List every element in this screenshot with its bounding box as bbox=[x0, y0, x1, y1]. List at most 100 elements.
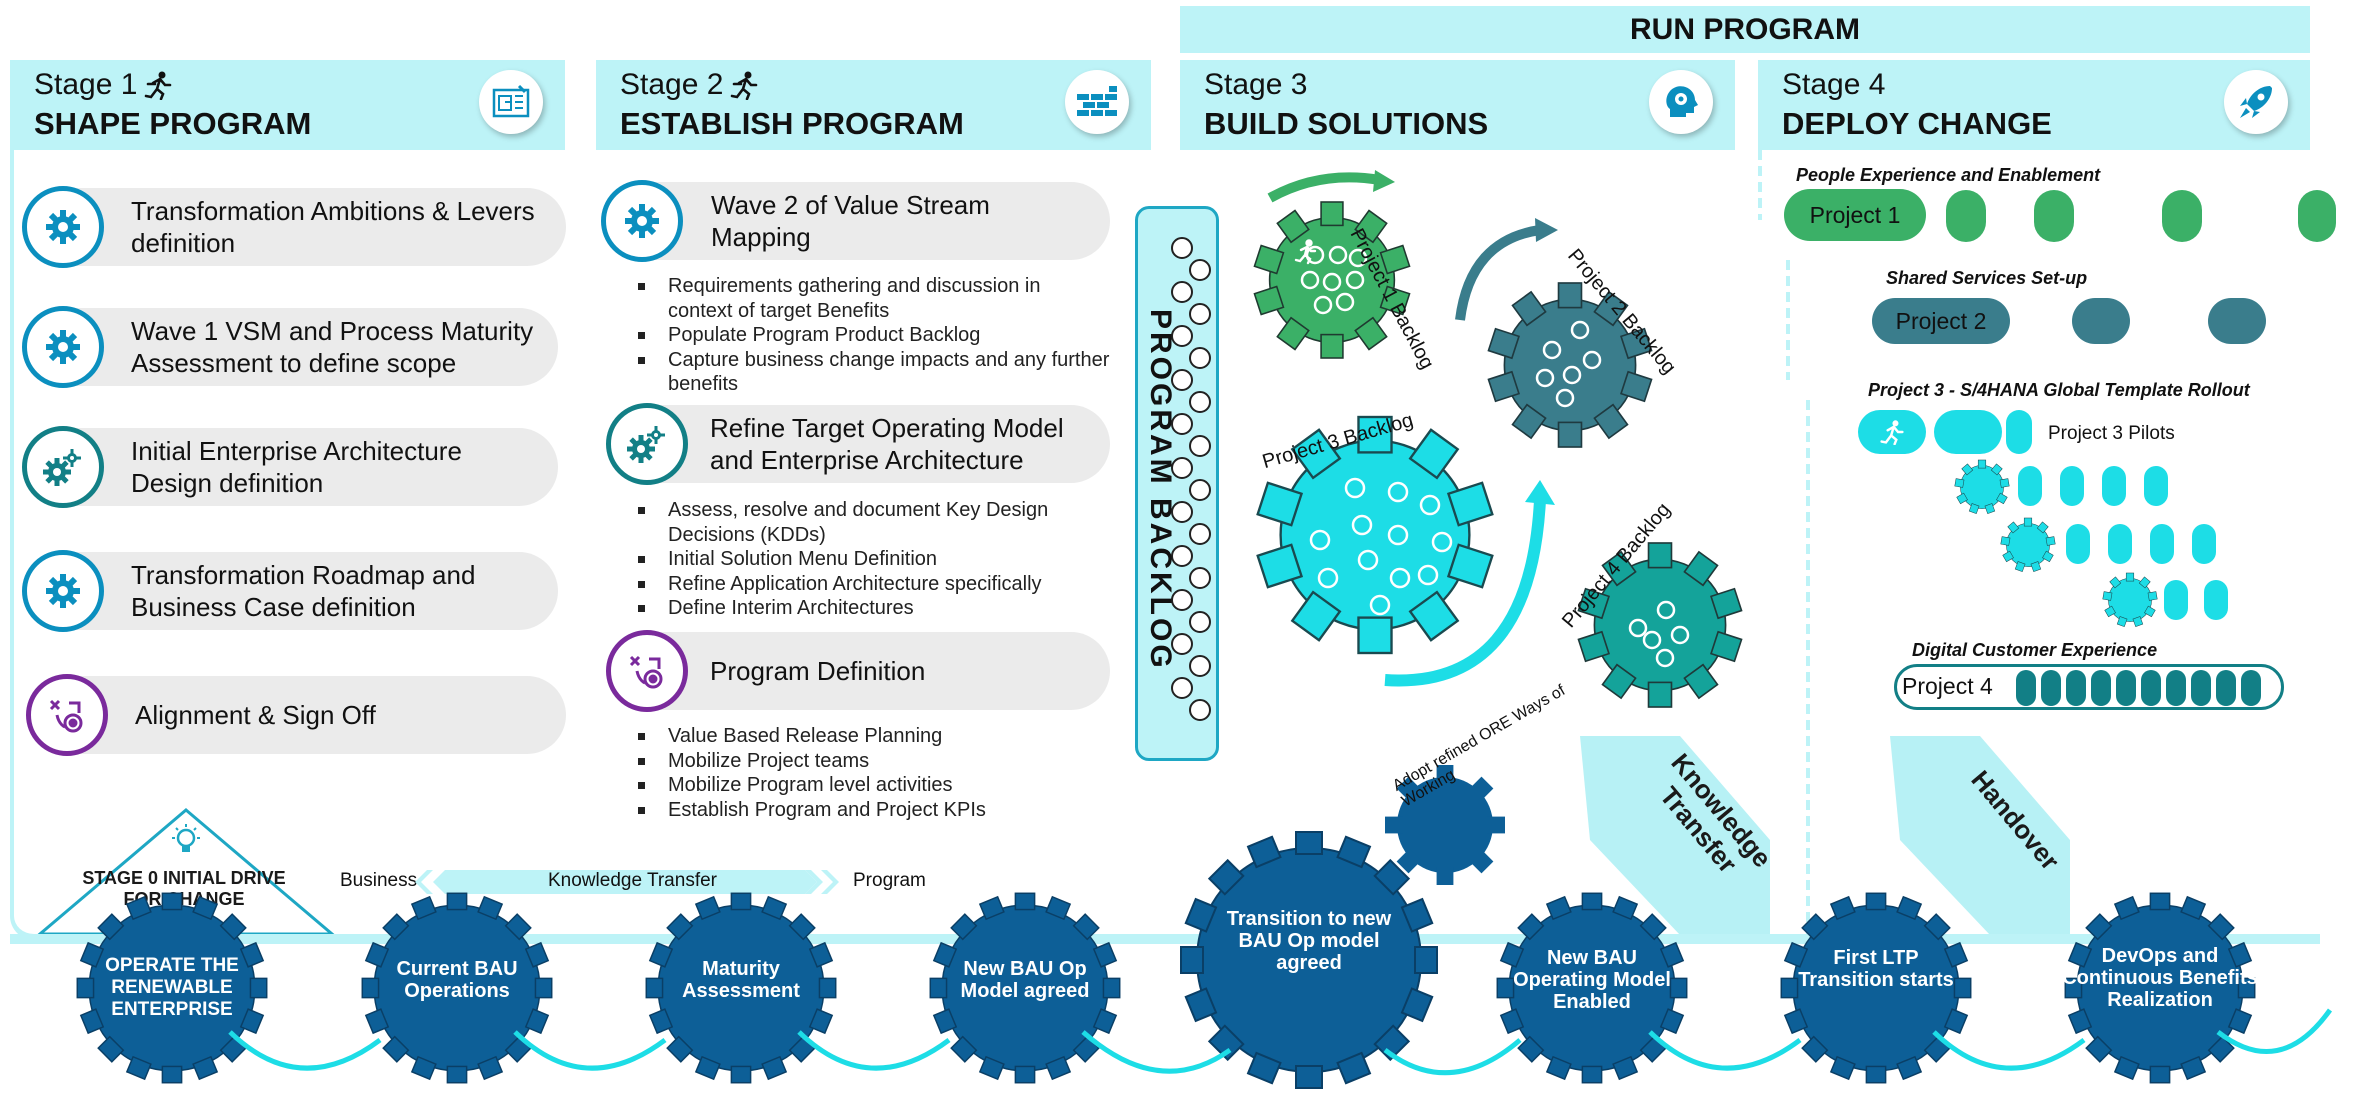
runner-icon bbox=[1880, 420, 1904, 445]
stage2-item-tom[interactable]: Refine Target Operating Model and Enterp… bbox=[606, 403, 1110, 485]
stage2-item-program-def[interactable]: Program Definition bbox=[606, 630, 1110, 712]
stage-4-header: Stage 4 DEPLOY CHANGE bbox=[1758, 60, 2310, 150]
stage2-bullets-3: Value Based Release Planning Mobilize Pr… bbox=[630, 724, 1110, 822]
gear-label-transition: Transition to new BAU Op model agreed bbox=[1226, 908, 1392, 974]
gear-label-new-bau-agreed: New BAU Op Model agreed bbox=[960, 958, 1090, 1002]
bullet-item: Assess, resolve and document Key Design … bbox=[630, 498, 1110, 547]
stage1-item-signoff[interactable]: Alignment & Sign Off bbox=[26, 674, 566, 756]
knowledge-transfer-arrow bbox=[1580, 736, 1770, 935]
rotate-arrow-cyan bbox=[1384, 499, 1546, 687]
bullet-item: Initial Solution Menu Definition bbox=[630, 547, 1110, 572]
stage2-item-label: Refine Target Operating Model and Enterp… bbox=[710, 413, 1064, 475]
stage1-item-roadmap[interactable]: Transformation Roadmap and Business Case… bbox=[22, 550, 558, 632]
pilot-segment bbox=[2018, 466, 2042, 506]
gears-icon bbox=[606, 403, 688, 485]
pilot-gears bbox=[1954, 459, 2158, 628]
pilot-segment bbox=[2144, 466, 2168, 506]
project1-segment bbox=[1946, 190, 1986, 242]
pilot-segment bbox=[2192, 524, 2216, 564]
project4-segment bbox=[2241, 670, 2261, 706]
gear-label-new-bau-enabled: New BAU Operating Model Enabled bbox=[1513, 947, 1671, 1013]
rocket-icon bbox=[2224, 70, 2288, 134]
stage1-item-label: Alignment & Sign Off bbox=[135, 700, 376, 730]
pilot-segment bbox=[2102, 466, 2126, 506]
stage2-bullets-1: Requirements gathering and discussion in… bbox=[630, 274, 1110, 397]
pilot-segment bbox=[2204, 580, 2228, 620]
stage-4-title: DEPLOY CHANGE bbox=[1782, 106, 2052, 141]
stage-3-sub: Stage 3 bbox=[1204, 68, 1308, 101]
stage1-item-label: Wave 1 VSM and Process Maturity Assessme… bbox=[131, 316, 534, 378]
gear-label-devops: DevOps and Continuous Benefits Realizati… bbox=[2062, 945, 2258, 1011]
stage-4-sub: Stage 4 bbox=[1782, 68, 1886, 101]
strategy-icon bbox=[606, 630, 688, 712]
stage2-item-wave2[interactable]: Wave 2 of Value Stream Mapping bbox=[601, 180, 1110, 262]
bullet-item: Value Based Release Planning bbox=[630, 724, 1110, 749]
stage-1-header: Stage 1 SHAPE PROGRAM bbox=[10, 60, 565, 150]
project3-label: Project 3 - S/4HANA Global Template Roll… bbox=[1868, 380, 2250, 400]
runner-icon bbox=[731, 71, 758, 100]
brick-wall-icon bbox=[1065, 70, 1129, 134]
head-gear-icon bbox=[1649, 70, 1713, 134]
blueprint-icon bbox=[479, 70, 543, 134]
project4-segment bbox=[2116, 670, 2136, 706]
digital-cx-label: Digital Customer Experience bbox=[1912, 640, 2158, 660]
stage-3-header: Stage 3 BUILD SOLUTIONS bbox=[1180, 60, 1735, 150]
people-experience-label: People Experience and Enablement bbox=[1796, 165, 2101, 185]
strategy-icon bbox=[26, 674, 108, 756]
pilot-segment bbox=[2108, 524, 2132, 564]
handover-arrow bbox=[1890, 736, 2070, 935]
project2-pill[interactable]: Project 2 bbox=[1872, 298, 2010, 344]
lightbulb-icon bbox=[172, 824, 200, 852]
project4-segment bbox=[2166, 670, 2186, 706]
project2-segment bbox=[2072, 298, 2130, 344]
pilot-segment bbox=[2066, 524, 2090, 564]
project4-label: Project 4 bbox=[1902, 673, 1993, 699]
business-label: Business bbox=[340, 870, 418, 891]
run-program-banner: RUN PROGRAM bbox=[1180, 6, 2310, 53]
project4-segment bbox=[2041, 670, 2061, 706]
gear-label-first-ltp: First LTP Transition starts bbox=[1798, 947, 1954, 991]
stage1-item-label: Initial Enterprise Architecture Design d… bbox=[131, 436, 462, 498]
project4-segment bbox=[2191, 670, 2211, 706]
project3-start-segment bbox=[1858, 410, 1926, 454]
stage1-item-architecture[interactable]: Initial Enterprise Architecture Design d… bbox=[22, 426, 558, 508]
stage-3-title: BUILD SOLUTIONS bbox=[1204, 106, 1489, 141]
program-label: Program bbox=[853, 870, 926, 891]
ore-gear bbox=[1384, 765, 1506, 885]
project3-segment bbox=[1934, 410, 2002, 454]
runner-icon bbox=[1294, 239, 1317, 265]
bullet-item: Mobilize Program level activities bbox=[630, 773, 1110, 798]
backlog-chain bbox=[1171, 237, 1211, 721]
bullet-item: Mobilize Project teams bbox=[630, 749, 1110, 774]
gear-label-maturity: Maturity Assessment bbox=[682, 958, 800, 1002]
stage3-gears bbox=[1253, 170, 1743, 708]
program-backlog-label: PROGRAM BACKLOG bbox=[1144, 309, 1177, 671]
rotate-arrow-green bbox=[1267, 172, 1381, 203]
bullet-item: Requirements gathering and discussion in… bbox=[630, 274, 1110, 323]
stage1-item-label: Transformation Ambitions & Levers defini… bbox=[131, 196, 535, 258]
project4-segment bbox=[2016, 670, 2036, 706]
stage1-item-vsm[interactable]: Wave 1 VSM and Process Maturity Assessme… bbox=[22, 306, 558, 388]
project4-segment bbox=[2141, 670, 2161, 706]
project1-pill[interactable]: Project 1 bbox=[1784, 189, 1926, 241]
project1-segment bbox=[2034, 190, 2074, 242]
stage1-item-ambitions[interactable]: Transformation Ambitions & Levers defini… bbox=[22, 186, 566, 268]
knowledge-transfer-mini-label: Knowledge Transfer bbox=[548, 870, 717, 891]
project4-segment bbox=[2066, 670, 2086, 706]
gear-icon bbox=[22, 186, 104, 268]
business-program-arrow bbox=[415, 870, 839, 894]
gear-icon bbox=[22, 550, 104, 632]
stage2-item-label: Wave 2 of Value Stream Mapping bbox=[711, 190, 990, 252]
stage-1-sub: Stage 1 bbox=[34, 68, 138, 101]
stage1-item-label: Transformation Roadmap and Business Case… bbox=[131, 560, 476, 622]
project1-segment bbox=[2298, 190, 2336, 242]
gears-icon bbox=[22, 426, 104, 508]
bullet-item: Capture business change impacts and any … bbox=[630, 348, 1110, 397]
project1-segment bbox=[2162, 190, 2202, 242]
stage-2-sub: Stage 2 bbox=[620, 68, 724, 101]
project4-track[interactable] bbox=[1894, 664, 2284, 710]
stage-2-title: ESTABLISH PROGRAM bbox=[620, 106, 964, 141]
stage2-bullets-2: Assess, resolve and document Key Design … bbox=[630, 498, 1110, 621]
gear-label-operate: OPERATE THE RENEWABLE ENTERPRISE bbox=[105, 955, 239, 1020]
pilot-segment bbox=[2060, 466, 2084, 506]
